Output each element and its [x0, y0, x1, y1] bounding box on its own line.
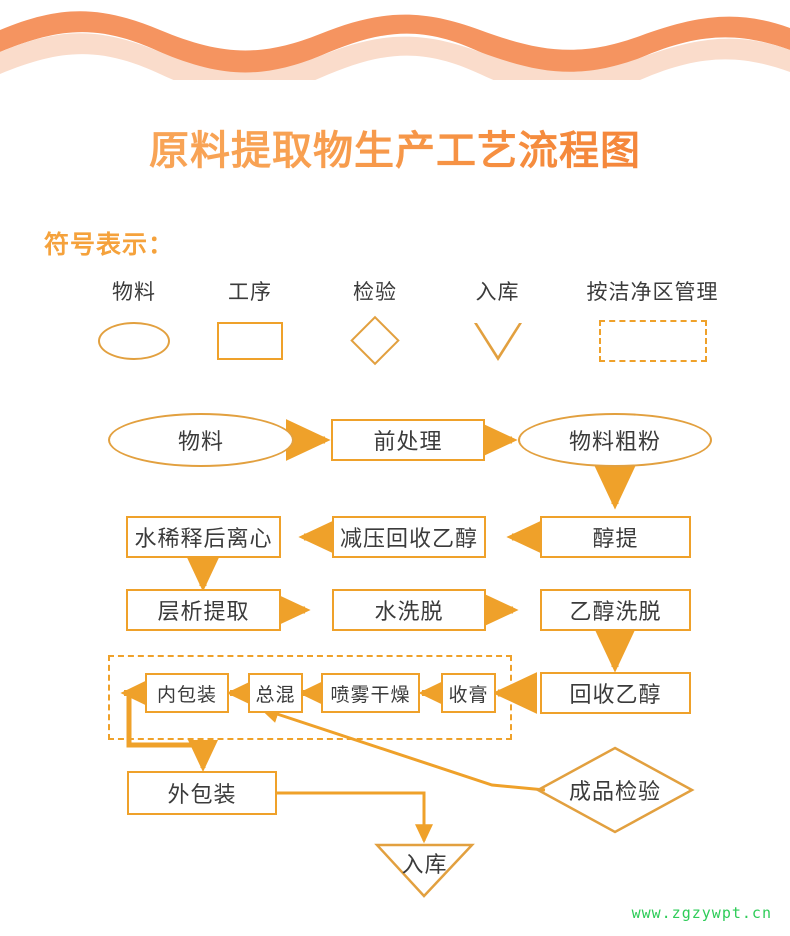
node-outer-packaging[interactable]: 外包装: [127, 771, 277, 815]
page-title: 原料提取物生产工艺流程图: [0, 118, 790, 176]
legend-label-inspection: 检验: [353, 281, 397, 304]
node-label: 收膏: [448, 684, 489, 706]
node-label: 醇提: [592, 526, 639, 551]
legend-item-inspection: 检验: [325, 280, 425, 366]
node-inner-packaging[interactable]: 内包装: [145, 673, 229, 713]
node-label: 总混: [255, 684, 296, 706]
node-recover-ethanol[interactable]: 回收乙醇: [540, 672, 691, 714]
node-label: 前处理: [373, 429, 443, 454]
node-label: 水洗脱: [374, 599, 444, 624]
node-label: 回收乙醇: [569, 682, 662, 707]
final-inspection-diamond-shape: [535, 746, 695, 834]
legend-label-cleanzone: 按洁净区管理: [586, 281, 719, 304]
node-final-inspection[interactable]: 成品检验: [555, 774, 675, 806]
legend-label-material: 物料: [112, 281, 156, 304]
decorative-wave-banner: [0, 11, 790, 80]
legend-label-process: 工序: [228, 281, 272, 304]
edge-inner-to-outer-packaging: [126, 696, 218, 773]
legend-label-warehouse: 入库: [475, 281, 520, 304]
node-vacuum-recover-ethanol[interactable]: 减压回收乙醇: [332, 516, 486, 558]
node-label: 物料粗粉: [568, 429, 661, 454]
node-label: 水稀释后离心: [134, 526, 273, 551]
warehouse-triangle-shape: [374, 843, 475, 898]
node-label: 成品检验: [568, 779, 661, 804]
node-label: 物料: [177, 429, 224, 454]
legend-shape-material: [80, 314, 188, 362]
node-material[interactable]: 物料: [108, 413, 294, 467]
legend-title: 符号表示：: [44, 231, 175, 259]
legend-shape-cleanzone: [560, 314, 745, 362]
node-label: 层析提取: [157, 599, 250, 624]
node-label: 外包装: [167, 782, 237, 807]
node-label: 喷雾干燥: [330, 684, 411, 706]
ellipse-icon: [98, 322, 170, 360]
node-water-elution[interactable]: 水洗脱: [332, 589, 486, 631]
rectangle-icon: [217, 322, 283, 360]
node-total-blending[interactable]: 总混: [248, 673, 303, 713]
node-label: 入库: [401, 852, 448, 877]
node-alcohol-extraction[interactable]: 醇提: [540, 516, 691, 558]
node-ethanol-elution[interactable]: 乙醇洗脱: [540, 589, 691, 631]
node-water-dilution-centrifuge[interactable]: 水稀释后离心: [126, 516, 281, 558]
legend-shape-process: [200, 314, 300, 362]
node-label: 乙醇洗脱: [569, 599, 662, 624]
node-coarse-powder[interactable]: 物料粗粉: [518, 413, 712, 467]
legend-item-process: 工序: [200, 280, 300, 362]
wave-top-layer: [0, 11, 790, 76]
clean-zone-region: [108, 655, 512, 740]
node-warehouse[interactable]: 入库: [377, 846, 472, 880]
legend-item-warehouse: 入库: [450, 280, 545, 362]
node-label: 减压回收乙醇: [339, 526, 478, 551]
triangle-down-icon: [473, 323, 522, 361]
legend-row: 物料 工序 检验 入库 按洁净区管理: [0, 280, 790, 380]
node-label: 内包装: [156, 684, 217, 706]
edge-outer-packaging-to-warehouse: [277, 791, 433, 844]
node-pretreatment[interactable]: 前处理: [331, 419, 485, 461]
wave-bottom-layer: [0, 33, 790, 80]
legend-item-material: 物料: [80, 280, 188, 362]
node-collect-extract[interactable]: 收膏: [441, 673, 496, 713]
legend-item-cleanzone: 按洁净区管理: [560, 280, 745, 362]
node-spray-drying[interactable]: 喷雾干燥: [321, 673, 420, 713]
dashed-rectangle-icon: [598, 320, 707, 362]
watermark: www.zgzywpt.cn: [631, 904, 772, 922]
edge-final-inspection-to-inner-packaging: [259, 705, 546, 792]
legend-shape-warehouse: [450, 314, 545, 362]
node-chromatography-extraction[interactable]: 层析提取: [126, 589, 281, 631]
